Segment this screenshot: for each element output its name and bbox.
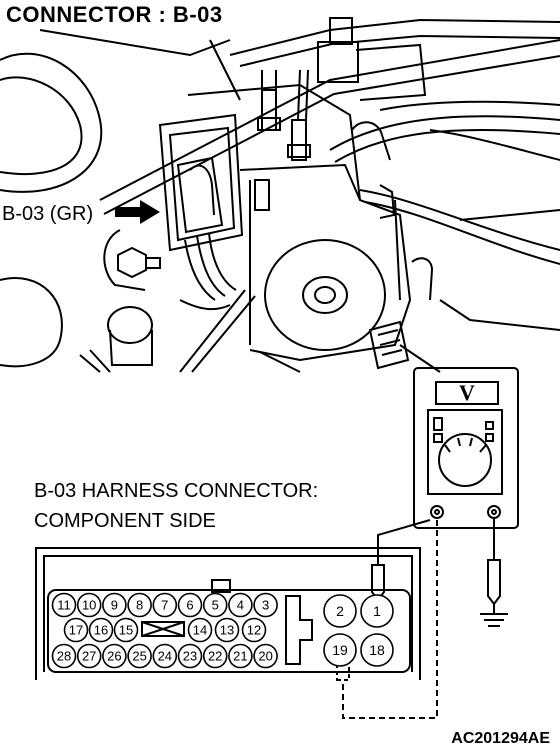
terminal-pin-label: 3 [262, 598, 269, 613]
terminal-pin-label: 16 [94, 623, 108, 638]
terminal-pin [214, 617, 240, 643]
meter-volt-symbol: V [459, 380, 475, 405]
engine-bay-illustration [0, 17, 560, 373]
voltmeter [413, 367, 519, 529]
pointer-arrow [115, 200, 160, 224]
terminal-pin-label: 28 [57, 649, 71, 664]
terminal-pin-label: 14 [193, 623, 207, 638]
probe-lead-positive [377, 519, 431, 565]
terminal-pin [127, 643, 152, 669]
terminal-pin-label: 19 [332, 642, 348, 658]
terminal-pin [202, 643, 228, 669]
terminal-pin [102, 643, 127, 669]
terminal-pin [241, 617, 267, 643]
terminal-pin-label: 8 [136, 598, 143, 613]
harness-connector [35, 547, 421, 680]
terminal-pin [228, 592, 253, 618]
terminal-pin-label: 9 [111, 598, 118, 613]
terminal-pin-label: 2 [336, 603, 344, 619]
terminal-pin-label: 13 [220, 623, 234, 638]
terminal-pin-label: 6 [186, 598, 193, 613]
terminal-pin [323, 633, 357, 667]
terminal-pin-label: 12 [247, 623, 261, 638]
terminal-pin-label: 11 [57, 598, 71, 613]
terminal-pin [76, 643, 102, 669]
terminal-pin [202, 592, 228, 618]
terminal-pin-label: 18 [369, 642, 385, 658]
terminal-pin [360, 594, 394, 628]
terminal-pin [152, 643, 178, 669]
terminal-pin-label: 26 [107, 649, 121, 664]
terminal-pin [187, 617, 213, 643]
terminal-pin-label: 4 [237, 598, 244, 613]
terminal-pin [228, 643, 253, 669]
terminal-pin [63, 617, 89, 643]
terminal-pin [113, 617, 139, 643]
terminal-pin [253, 643, 278, 669]
terminal-pin [177, 592, 203, 618]
terminal-pin-label: 7 [161, 598, 168, 613]
terminal-pin-label: 22 [208, 649, 222, 664]
terminal-pin-label: 17 [69, 623, 83, 638]
harness-caption-line2: COMPONENT SIDE [34, 510, 216, 532]
terminal-pin-label: 21 [233, 649, 247, 664]
terminal-pin [102, 592, 127, 618]
terminal-pin [88, 617, 114, 643]
terminal-pin-label: 27 [82, 649, 96, 664]
connector-location-label: B-03 (GR) [2, 203, 94, 225]
terminal-pin [177, 643, 203, 669]
terminal-pin [253, 592, 278, 618]
figure-id: AC201294AE [451, 730, 550, 747]
terminal-pin [152, 592, 178, 618]
page-title: CONNECTOR : B-03 [6, 2, 223, 27]
terminal-pin-label: 23 [183, 649, 197, 664]
terminal-pin-label: 1 [373, 603, 381, 619]
terminal-pin-label: 15 [119, 623, 133, 638]
terminal-pin [127, 592, 152, 618]
terminal-pin [360, 633, 394, 667]
terminal-pin-label: 20 [258, 649, 272, 664]
terminal-pin-label: 24 [158, 649, 172, 664]
terminal-pin [323, 594, 357, 628]
terminal-pin-label: 5 [212, 598, 219, 613]
terminal-pin-label: 10 [82, 598, 96, 613]
probe-lead-dashed [342, 520, 438, 719]
terminal-pin-label: 25 [132, 649, 146, 664]
terminal-pin [76, 592, 102, 618]
harness-caption-line1: B-03 HARNESS CONNECTOR: [34, 480, 319, 502]
terminal-pin [51, 592, 77, 618]
terminal-pin [51, 643, 77, 669]
